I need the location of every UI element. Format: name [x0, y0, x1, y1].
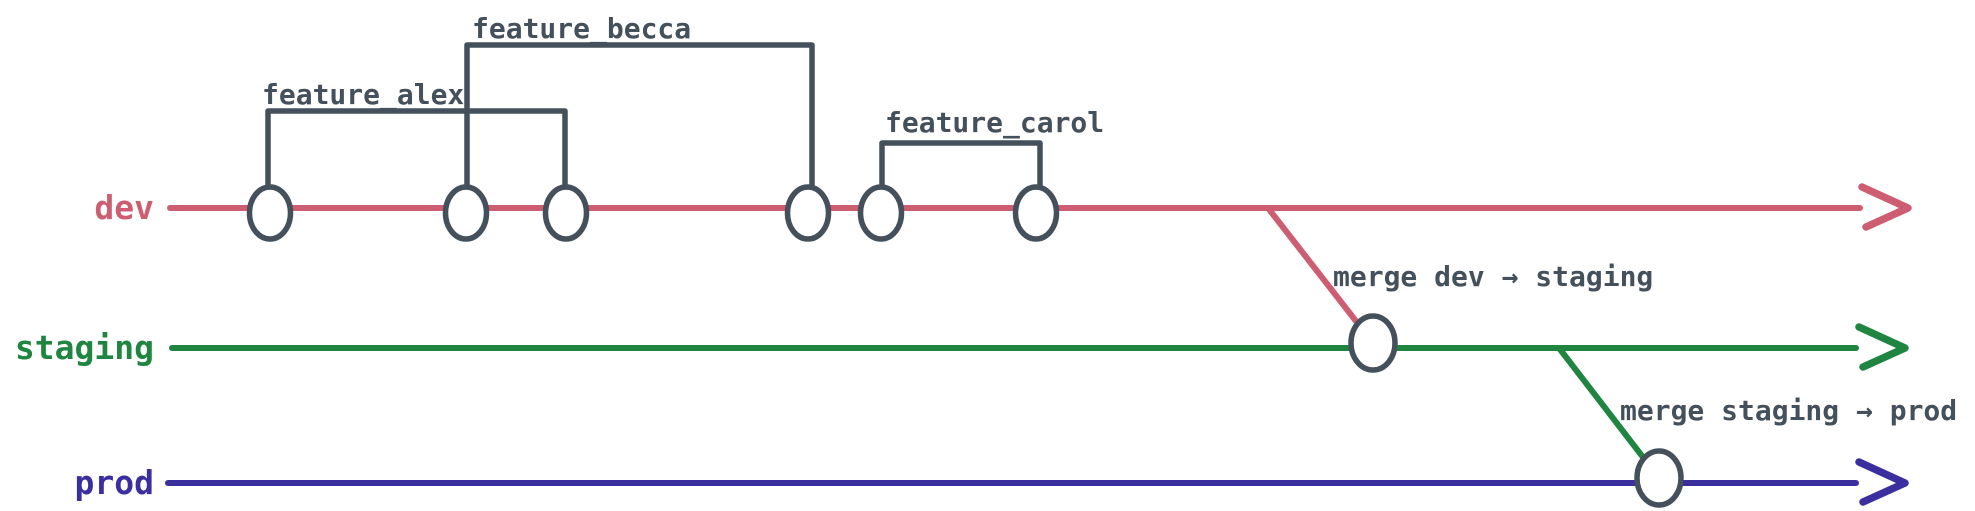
- merge-commit-node-staging: [1348, 313, 1398, 373]
- arrowhead-icon-staging: [1855, 323, 1909, 371]
- commit-node-dev-3: [542, 184, 590, 242]
- merge-edge-dev-to-staging: [1265, 205, 1376, 346]
- arrowhead-icon-prod: [1855, 458, 1909, 506]
- feature-bracket-feature_becca: [464, 42, 815, 193]
- commit-node-dev-1: [246, 184, 294, 242]
- merge-commit-node-prod: [1634, 448, 1684, 508]
- branch-label-dev: dev: [94, 188, 154, 227]
- arrowhead-icon-dev: [1858, 183, 1912, 231]
- feature-label-feature_becca: feature_becca: [472, 12, 691, 45]
- commit-node-dev-4: [784, 184, 832, 242]
- commit-node-dev-2: [442, 184, 490, 242]
- branch-label-prod: prod: [75, 463, 154, 502]
- branch-label-staging: staging: [15, 328, 154, 367]
- merge-label-dev-to-staging: merge dev → staging: [1333, 260, 1653, 293]
- feature-bracket-feature_alex: [265, 108, 568, 193]
- feature-bracket-feature_carol: [879, 140, 1043, 193]
- feature-label-feature_alex: feature_alex: [262, 78, 464, 111]
- commit-node-dev-5: [857, 184, 905, 242]
- feature-label-feature_carol: feature_carol: [885, 106, 1104, 139]
- merge-label-staging-to-prod: merge staging → prod: [1620, 394, 1957, 427]
- commit-node-dev-6: [1012, 184, 1060, 242]
